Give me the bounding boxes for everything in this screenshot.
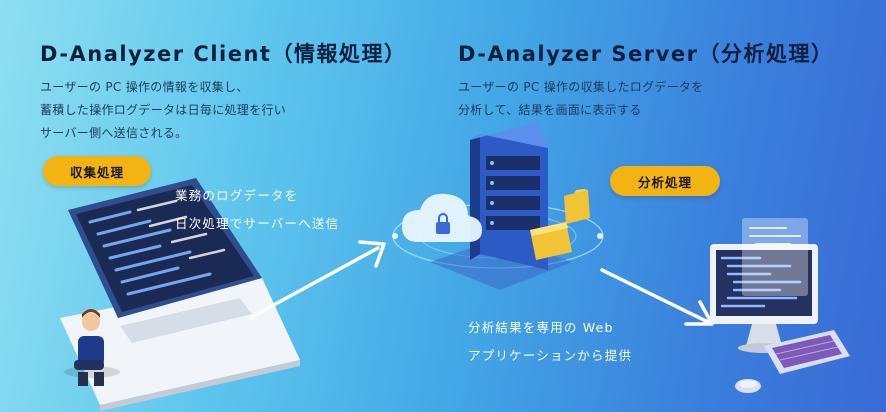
provide-note-line: 分析結果を専用の Web xyxy=(468,320,614,335)
monitor-icon xyxy=(710,218,818,353)
client-desc-line: サーバー側へ送信される。 xyxy=(40,126,188,140)
arrow-icon xyxy=(248,240,714,326)
client-desc-line: ユーザーの PC 操作の情報を収集し、 xyxy=(40,80,249,94)
analyze-process-badge: 分析処理 xyxy=(610,166,720,196)
client-title: D-Analyzer Client（情報処理） xyxy=(40,42,407,66)
provide-note-line: アプリケーションから提供 xyxy=(468,348,633,363)
keyboard-icon xyxy=(764,330,850,374)
mouse-icon xyxy=(735,379,761,393)
send-note-line: 日次処理でサーバーへ送信 xyxy=(175,216,340,231)
folder-icon xyxy=(530,189,590,260)
server-description: ユーザーの PC 操作の収集したログデータを 分析して、結果を画面に表示する xyxy=(458,76,704,122)
send-note: 業務のログデータを 日次処理でサーバーへ送信 xyxy=(175,182,339,238)
client-description: ユーザーの PC 操作の情報を収集し、 蓄積した操作ログデータは日毎に処理を行い… xyxy=(40,76,286,145)
laptop-icon xyxy=(60,178,300,411)
send-note-line: 業務のログデータを xyxy=(175,188,299,203)
server-title: D-Analyzer Server（分析処理） xyxy=(458,42,834,66)
server-desc-line: 分析して、結果を画面に表示する xyxy=(458,103,642,117)
client-desc-line: 蓄積した操作ログデータは日毎に処理を行い xyxy=(40,103,287,117)
server-desc-line: ユーザーの PC 操作の収集したログデータを xyxy=(458,80,704,94)
collect-process-badge: 収集処理 xyxy=(43,156,151,186)
person-icon xyxy=(64,309,120,386)
cloud-lock-icon xyxy=(402,193,482,242)
server-icon xyxy=(392,122,604,290)
provide-note: 分析結果を専用の Web アプリケーションから提供 xyxy=(468,314,632,370)
